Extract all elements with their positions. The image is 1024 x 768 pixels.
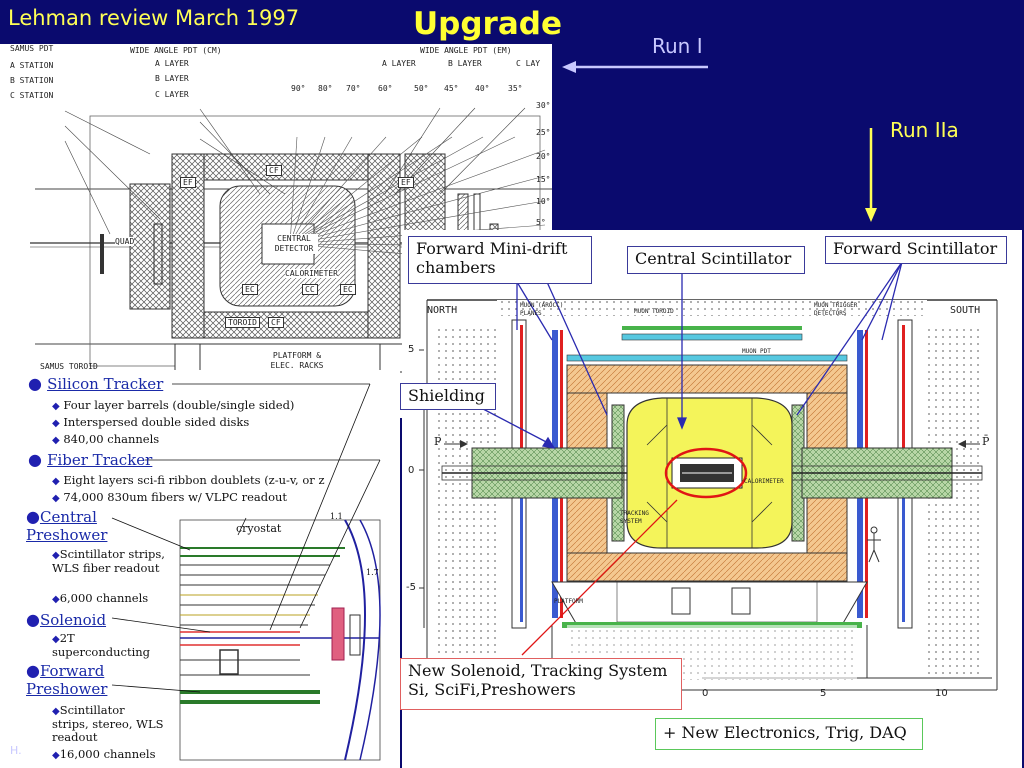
c-station-label: C STATION <box>10 91 54 100</box>
run2-label: Run IIa <box>890 118 959 142</box>
wide-pdt-cm-label: WIDE ANGLE PDT (CM) <box>130 46 222 55</box>
footer-author: H. <box>10 744 22 757</box>
run1-arrow-head <box>562 61 576 73</box>
cf-bottom-label: CF <box>268 317 284 328</box>
samus-toroid-label: SAMUS TOROID <box>40 362 98 371</box>
silicon-item-3: ◆ 840,00 channels <box>52 432 160 446</box>
a-layer-label: A LAYER <box>155 59 189 68</box>
forward-scintillator-callout: Forward Scintillator <box>825 236 1007 264</box>
central-preshower-heading: ●Central Preshower <box>26 507 108 545</box>
y-axis-0: 0 <box>408 465 415 476</box>
new-solenoid-callout: New Solenoid, Tracking System Si, SciFi,… <box>400 658 682 710</box>
a-layer-right-label: A LAYER <box>382 59 416 68</box>
central-preshower-title: Central Preshower <box>26 508 108 544</box>
angle-20: 20° <box>536 152 551 161</box>
dim-1-7: 1.7 <box>366 568 379 577</box>
angle-35: 35° <box>508 84 523 93</box>
c-layer-label: C LAYER <box>155 90 189 99</box>
x-axis-10: 10 <box>935 688 948 699</box>
angle-80: 80° <box>318 84 333 93</box>
central-scintillator-callout: Central Scintillator <box>627 246 805 274</box>
x-axis-5: 5 <box>820 688 827 699</box>
run1-label: Run I <box>652 34 703 58</box>
south-label: SOUTH <box>950 305 981 316</box>
silicon-item-1: ◆ Four layer barrels (double/single side… <box>52 398 295 412</box>
run2-arrow-head <box>865 208 877 222</box>
angle-60: 60° <box>378 84 393 93</box>
electronics-callout: + New Electronics, Trig, DAQ <box>655 718 923 750</box>
silicon-tracker-title: Silicon Tracker <box>47 375 164 393</box>
silicon-tracker-heading: ● Silicon Tracker <box>28 374 164 393</box>
muon-pdt-label: MUON PDT <box>742 348 771 355</box>
solenoid-item-1: ◆2T superconducting <box>52 631 151 659</box>
b-station-label: B STATION <box>10 76 54 85</box>
p-label: P <box>434 435 442 448</box>
angle-90: 90° <box>291 84 306 93</box>
b-layer-right-label: B LAYER <box>448 59 482 68</box>
platform-label: PLATFORM & ELEC. RACKS <box>270 351 324 370</box>
cf-top-label: CF <box>266 165 282 176</box>
cryostat-label: cryostat <box>236 522 282 535</box>
forward-preshower-item-2: ◆16,000 channels <box>52 747 156 761</box>
muon-toroid-label: MUON TOROID <box>634 308 674 315</box>
tracking-system-label: TRACKING SYSTEM <box>620 510 649 525</box>
solenoid-title: Solenoid <box>39 611 107 629</box>
ec-right-label: EC <box>340 284 356 295</box>
slide-title: Upgrade <box>413 6 562 42</box>
calorimeter-label-run2: CALORIMETER <box>744 478 784 485</box>
b-layer-label: B LAYER <box>155 74 189 83</box>
forward-mini-drift-callout: Forward Mini-drift chambers <box>408 236 592 284</box>
fiber-tracker-heading: ● Fiber Tracker <box>28 450 153 469</box>
ef-left-label: EF <box>180 177 196 188</box>
samus-pdt-label: SAMUS PDT <box>10 44 54 53</box>
muon-planes-label: MUON (AROCC) PLANES <box>520 302 564 317</box>
wide-pdt-em-label: WIDE ANGLE PDT (EM) <box>420 46 512 55</box>
central-detector-label: CENTRAL DETECTOR <box>270 234 318 254</box>
central-preshower-item-2: ◆6,000 channels <box>52 591 149 605</box>
angle-45: 45° <box>444 84 459 93</box>
ef-right-label: EF <box>398 177 414 188</box>
forward-preshower-title: Forward Preshower <box>26 662 108 698</box>
platform-label-run2: PLATFORM <box>554 598 583 605</box>
angle-40: 40° <box>475 84 490 93</box>
dim-1-1: 1.1 <box>330 512 343 521</box>
ec-left-label: EC <box>242 284 258 295</box>
silicon-item-2: ◆ Interspersed double sided disks <box>52 415 250 429</box>
angle-30: 30° <box>536 101 551 110</box>
central-preshower-item-1: ◆Scintillator strips, WLS fiber readout <box>52 547 165 575</box>
angle-5: 5° <box>536 218 546 227</box>
solenoid-heading: ●Solenoid <box>26 610 107 629</box>
angle-25: 25° <box>536 128 551 137</box>
angle-10: 10° <box>536 197 551 206</box>
angle-50: 50° <box>414 84 429 93</box>
quad-label: QUAD <box>115 237 135 246</box>
forward-preshower-item-1: ◆Scintillator strips, stereo, WLS readou… <box>52 703 164 744</box>
toroid-label: TOROID <box>225 317 260 328</box>
north-label: NORTH <box>427 305 458 316</box>
fiber-item-2: ◆ 74,000 830um fibers w/ VLPC readout <box>52 490 288 504</box>
calorimeter-label: CALORIMETER <box>285 269 338 278</box>
muon-trigger-label: MUON TRIGGER DETECTORS <box>814 302 858 317</box>
header-title: Lehman review March 1997 <box>8 6 300 30</box>
forward-preshower-heading: ●Forward Preshower <box>26 661 108 699</box>
c-layer-right-label: C LAY <box>516 59 541 68</box>
angle-15: 15° <box>536 175 551 184</box>
angle-70: 70° <box>346 84 361 93</box>
run2-detector-drawing: NORTH SOUTH MUON (AROCC) PLANES MUON TOR… <box>402 230 1022 768</box>
x-axis-0: 0 <box>702 688 709 699</box>
a-station-label: A STATION <box>10 61 54 70</box>
y-axis-neg5: -5 <box>406 582 416 593</box>
shielding-callout: Shielding <box>400 383 496 410</box>
cc-label: CC <box>302 284 318 295</box>
solenoid-highlight-circle <box>664 447 748 499</box>
y-axis-5: 5 <box>408 344 415 355</box>
pbar-label: P̄ <box>982 435 990 448</box>
fiber-item-1: ◆ Eight layers sci-fi ribbon doublets (z… <box>52 473 325 487</box>
fiber-tracker-title: Fiber Tracker <box>47 451 153 469</box>
tracker-cross-section <box>111 383 381 761</box>
systems-list-panel: ● Silicon Tracker ◆ Four layer barrels (… <box>0 370 400 768</box>
